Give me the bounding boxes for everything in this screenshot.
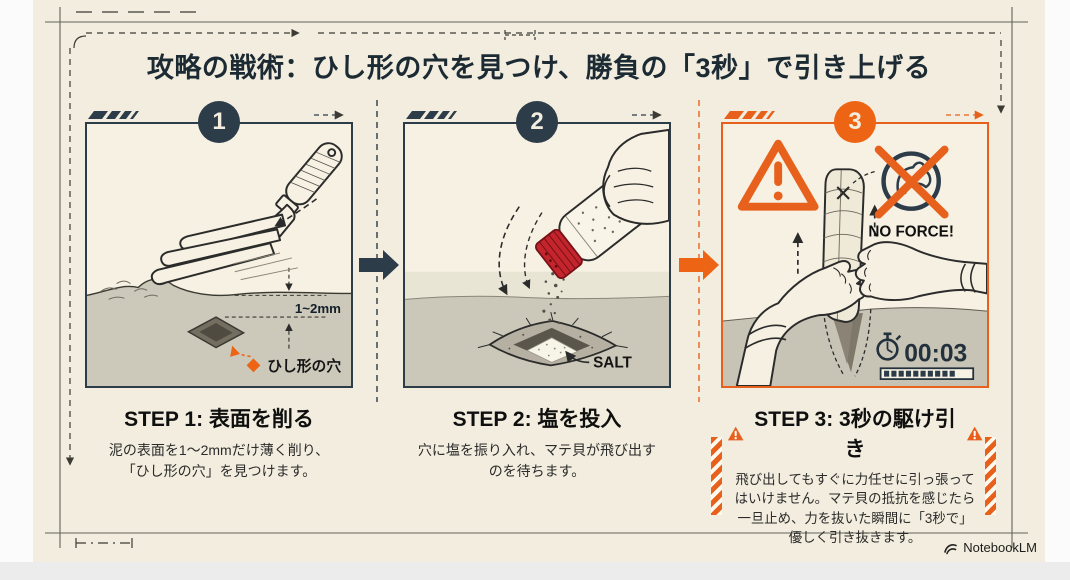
step2-heading: STEP 2: 塩を投入 — [452, 408, 622, 431]
step1-badge: 1 — [198, 101, 240, 143]
progress-bar — [879, 367, 975, 380]
notebooklm-logo-icon — [944, 543, 958, 554]
fork-illustration: 1~2mm ひし形の穴 — [87, 142, 351, 386]
warning-icon — [727, 426, 744, 440]
step2-panel: SALT — [403, 122, 671, 388]
step3-caption: STEP 3: 3秒の駆け引き 飛び出してもすぐに力任せに引っ張って はいけませ… — [727, 403, 983, 548]
hazard-stripe-bar — [985, 437, 996, 515]
salt-label: SALT — [593, 354, 632, 371]
step3-body: 飛び出してもすぐに力任せに引っ張って はいけません。マテ貝の抵抗を感じたら 一旦… — [734, 472, 976, 546]
depth-label: 1~2mm — [295, 301, 341, 316]
brand-label: NotebookLM — [963, 540, 1037, 555]
warning-triangle-icon — [737, 139, 819, 211]
salt-illustration: SALT — [405, 128, 669, 386]
step1-caption: STEP 1: 表面を削る 泥の表面を1〜2mmだけ薄く削り、 「ひし形の穴」を… — [85, 403, 353, 482]
step3-heading: STEP 3: 3秒の駆け引き — [727, 403, 983, 463]
footer-brand: NotebookLM — [943, 540, 1037, 555]
hand-fork — [150, 142, 343, 286]
hole-label: ひし形の穴 — [267, 357, 341, 375]
right-glove-hand — [854, 241, 987, 302]
hazard-stripe-bar — [711, 437, 722, 515]
warning-icon — [966, 426, 983, 440]
step3-badge: 3 — [834, 101, 876, 143]
glove-hand — [602, 128, 669, 225]
no-force-label: NO FORCE! — [868, 223, 954, 240]
step1-panel: 1~2mm ひし形の穴 — [85, 122, 353, 388]
step2-caption: STEP 2: 塩を投入 穴に塩を振り入れ、マテ貝が飛び出す のを待ちます。 — [403, 403, 671, 482]
no-force-icon — [874, 145, 949, 219]
timer-value: 00:03 — [904, 340, 967, 367]
step1-heading: STEP 1: 表面を削る — [124, 408, 314, 431]
step2-body: 穴に塩を振り入れ、マテ貝が飛び出す のを待ちます。 — [417, 442, 657, 479]
page-title: 攻略の戦術：ひし形の穴を見つけ、勝負の「3秒」で引き上げる — [146, 53, 932, 83]
step1-body: 泥の表面を1〜2mmだけ薄く削り、 「ひし形の穴」を見つけます。 — [108, 442, 330, 479]
step3-panel: NO FORCE! 00:03 — [721, 122, 989, 388]
clam-pull-illustration: NO FORCE! 00:03 — [723, 139, 987, 386]
step2-badge: 2 — [516, 101, 558, 143]
bottom-strip — [0, 562, 1070, 580]
